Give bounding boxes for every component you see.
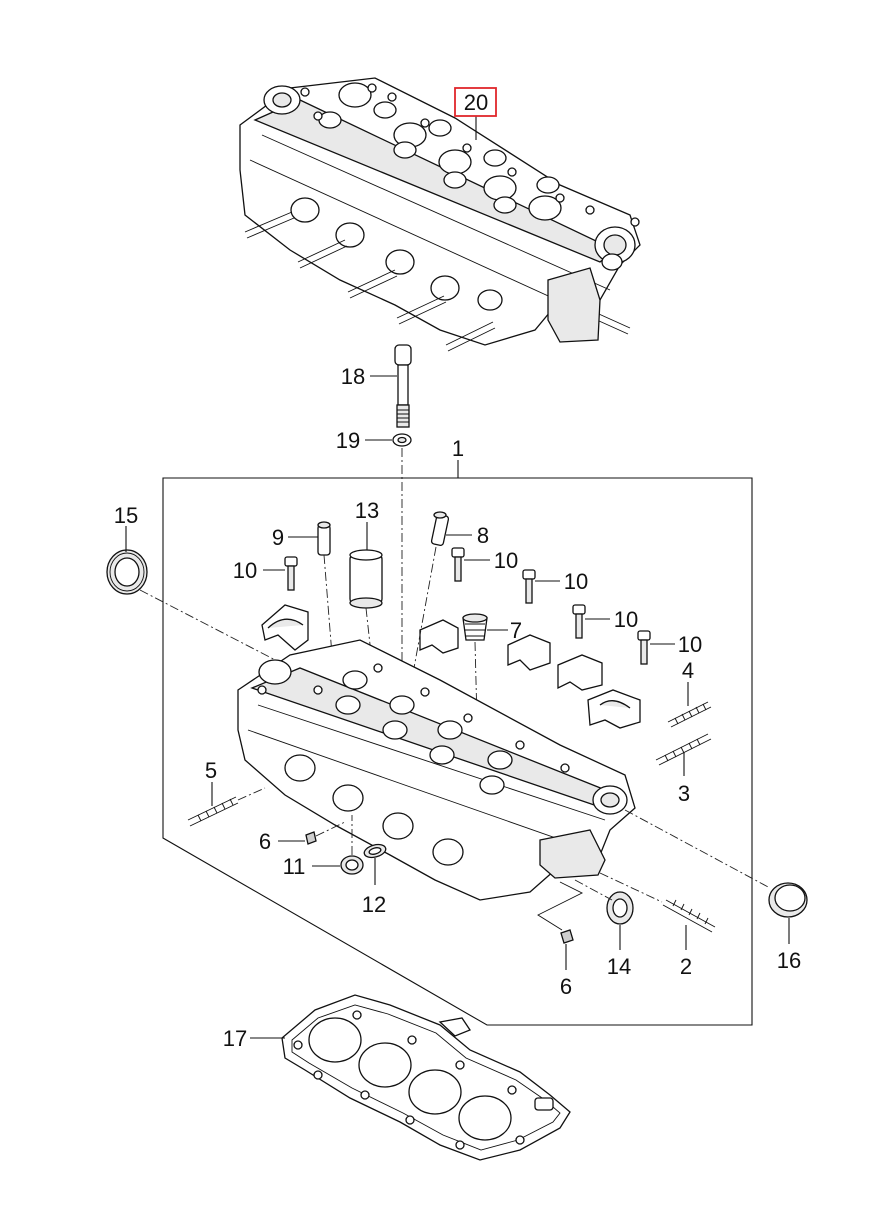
side-studs bbox=[244, 211, 631, 352]
label-5: 5 bbox=[205, 758, 217, 783]
label-6-a: 6 bbox=[259, 829, 271, 854]
label-7: 7 bbox=[510, 618, 522, 643]
plug-part-6-b bbox=[560, 929, 574, 944]
valve-guide-part-8 bbox=[430, 511, 450, 547]
assembly-frame bbox=[162, 477, 753, 1026]
label-9: 9 bbox=[272, 525, 284, 550]
label-10-d: 10 bbox=[614, 607, 638, 632]
cam-towers bbox=[263, 82, 636, 271]
label-16: 16 bbox=[777, 948, 801, 973]
plug-part-6-a bbox=[305, 831, 317, 845]
bearing-caps bbox=[261, 604, 641, 729]
valve-stem-seal-part-7 bbox=[462, 613, 488, 641]
bolt-10-a bbox=[284, 556, 298, 591]
stud-part-3 bbox=[655, 733, 712, 766]
washer-part-19 bbox=[392, 433, 412, 447]
bolt-10-b bbox=[451, 547, 465, 582]
spark-plug-tube-part-13 bbox=[349, 549, 383, 609]
label-19: 19 bbox=[336, 428, 360, 453]
bolt-10-e bbox=[637, 630, 651, 665]
cap-bolts bbox=[300, 83, 640, 227]
head-gasket-part-17 bbox=[281, 994, 571, 1161]
seal-part-11 bbox=[340, 855, 364, 875]
oil-seal-part-15 bbox=[106, 549, 148, 595]
label-10-c: 10 bbox=[564, 569, 588, 594]
cylinder-head-part-1 bbox=[237, 639, 636, 901]
bolt-10-d bbox=[572, 604, 586, 639]
bolt-10-c bbox=[522, 569, 536, 604]
label-10-e: 10 bbox=[678, 632, 702, 657]
stud-part-4 bbox=[667, 701, 712, 728]
label-10-a: 10 bbox=[233, 558, 257, 583]
label-11: 11 bbox=[283, 854, 306, 879]
cap-part-16 bbox=[768, 882, 808, 918]
label-17: 17 bbox=[223, 1026, 247, 1051]
head-bolt-part-18 bbox=[394, 344, 412, 428]
label-10-b: 10 bbox=[494, 548, 518, 573]
stud-part-5 bbox=[187, 796, 239, 827]
label-8: 8 bbox=[477, 523, 489, 548]
oil-seal-part-14 bbox=[606, 891, 634, 925]
label-15: 15 bbox=[114, 503, 138, 528]
cylinder-head-assembly-part-20 bbox=[239, 77, 641, 352]
gasket-ring-part-12 bbox=[363, 843, 387, 859]
lifter-bores bbox=[318, 101, 560, 214]
valve-guide-part-9 bbox=[317, 521, 331, 556]
label-3: 3 bbox=[678, 781, 690, 806]
label-18: 18 bbox=[341, 364, 365, 389]
label-12: 12 bbox=[362, 892, 386, 917]
label-1: 1 bbox=[452, 436, 464, 461]
stud-part-2 bbox=[662, 899, 716, 933]
label-13: 13 bbox=[355, 498, 379, 523]
highlight-box-20 bbox=[454, 87, 497, 117]
label-4: 4 bbox=[682, 658, 694, 683]
label-2: 2 bbox=[680, 954, 692, 979]
label-14: 14 bbox=[607, 954, 631, 979]
label-20: 20 bbox=[464, 90, 488, 115]
label-6-b: 6 bbox=[560, 974, 572, 999]
